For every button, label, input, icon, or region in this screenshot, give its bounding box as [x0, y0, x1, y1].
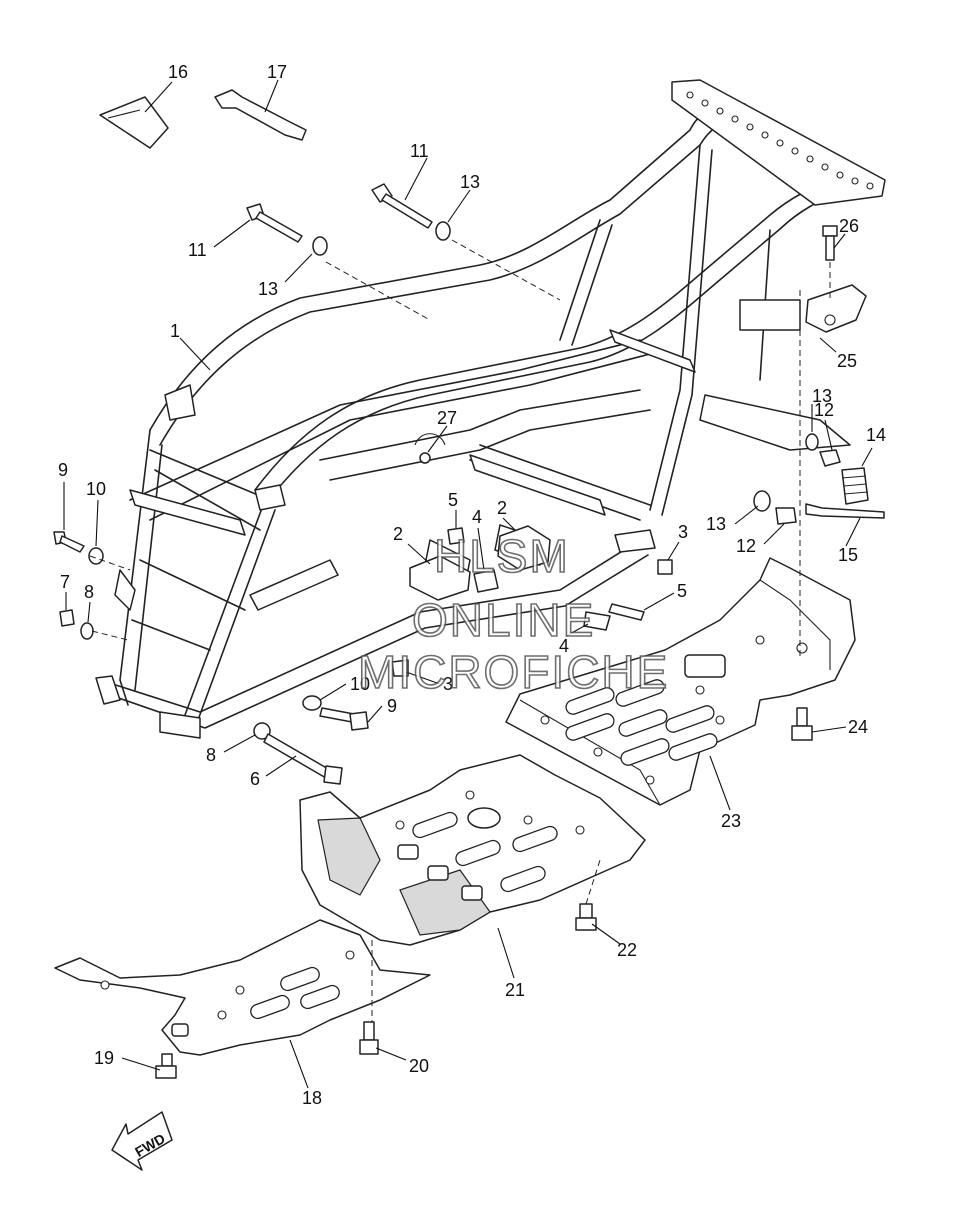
- callout-labels: 16 17 11 13 11 13 26 25 1 27 13 12 14 9 …: [58, 62, 886, 1108]
- bolt-part-24: [791, 707, 813, 741]
- rod-part-15: [805, 503, 885, 519]
- leader-lines: [63, 79, 873, 1089]
- callout-15: 15: [838, 545, 858, 565]
- washer-part-13-mid: [753, 490, 771, 512]
- washer-part-13-upper: [435, 221, 451, 241]
- bolt-part-19: [155, 1053, 177, 1079]
- washer-part-8-lower: [253, 722, 271, 740]
- callout-13-lower: 13: [258, 279, 278, 299]
- bolt-part-9-center: [319, 707, 369, 731]
- callout-12-mid: 12: [736, 536, 756, 556]
- callout-17: 17: [267, 62, 287, 82]
- nut-part-12-right: [819, 449, 841, 467]
- bracket-part-2-right: [497, 525, 551, 571]
- callout-3-center: 3: [443, 674, 453, 694]
- bracket-part-25: [805, 284, 867, 333]
- washer-part-10-left: [88, 547, 104, 565]
- callout-4-lower: 4: [559, 636, 569, 656]
- bolt-part-26: [822, 225, 838, 261]
- callout-8-left: 8: [84, 582, 94, 602]
- callout-22: 22: [617, 940, 637, 960]
- skid-23-slots: [565, 679, 718, 766]
- nut-part-12-mid: [775, 507, 797, 525]
- washer-part-13-right: [805, 433, 819, 451]
- watermark: HLSM ONLINE MICROFICHE: [357, 529, 669, 699]
- nut-part-7: [59, 609, 75, 627]
- callout-1: 1: [170, 321, 180, 341]
- callout-5-right: 5: [677, 581, 687, 601]
- callout-14: 14: [866, 425, 886, 445]
- callout-16: 16: [168, 62, 188, 82]
- washer-part-8-left: [80, 622, 94, 640]
- callout-18: 18: [302, 1088, 322, 1108]
- callout-27: 27: [437, 408, 457, 428]
- callout-4-upper: 4: [472, 507, 482, 527]
- callout-13-upper: 13: [460, 172, 480, 192]
- skid-18-slots: [250, 966, 340, 1020]
- nut-part-3-right: [657, 559, 673, 575]
- skid-plate-part-21: [299, 754, 646, 946]
- callout-7: 7: [60, 572, 70, 592]
- callout-2-left: 2: [393, 524, 403, 544]
- callout-3-right: 3: [678, 522, 688, 542]
- callout-12-right: 12: [814, 400, 834, 420]
- clip-part-27: [414, 433, 446, 464]
- watermark-line-2: ONLINE: [412, 594, 595, 646]
- bolt-part-4-lower: [583, 611, 611, 631]
- bracket-part-2-left: [409, 555, 471, 601]
- nut-part-3-center: [391, 659, 409, 677]
- callout-25: 25: [837, 351, 857, 371]
- callout-24: 24: [848, 717, 868, 737]
- callout-9-left: 9: [58, 460, 68, 480]
- bolt-part-6: [263, 733, 343, 785]
- washer-part-10-center: [302, 695, 322, 711]
- skid-plate-part-18: [54, 919, 431, 1056]
- bolt-part-5-right: [608, 603, 645, 621]
- tool-bag-part-16: [99, 96, 169, 149]
- callout-13-right: 13: [812, 386, 832, 406]
- callout-11-lower: 11: [188, 240, 207, 260]
- spring-part-14: [841, 467, 869, 505]
- callout-11-upper: 11: [410, 141, 429, 161]
- washer-part-13-lower: [312, 236, 328, 256]
- bolt-part-11-upper: [371, 183, 433, 229]
- skid-21-slots: [412, 811, 558, 893]
- assembly-lines: [89, 239, 831, 1022]
- callout-10-center: 10: [350, 674, 370, 694]
- bolt-part-11-lower: [246, 203, 303, 243]
- bolt-part-5-center: [447, 527, 465, 545]
- callout-8-lower: 8: [206, 745, 216, 765]
- bolt-part-20: [359, 1021, 379, 1055]
- wrench-part-17: [214, 89, 307, 141]
- callout-13-mid: 13: [706, 514, 726, 534]
- callout-23: 23: [721, 811, 741, 831]
- rack-holes: [686, 91, 874, 190]
- bolt-part-4-upper: [473, 569, 499, 593]
- callout-5-center: 5: [448, 490, 458, 510]
- callout-20: 20: [409, 1056, 429, 1076]
- callout-2-right: 2: [497, 498, 507, 518]
- callout-6: 6: [250, 769, 260, 789]
- skid-plate-part-23: [505, 557, 856, 806]
- callout-19: 19: [94, 1048, 114, 1068]
- callout-26: 26: [839, 216, 859, 236]
- bolt-part-22: [575, 903, 597, 931]
- callout-21: 21: [505, 980, 525, 1000]
- bolt-part-9-left: [53, 531, 85, 553]
- callout-9-center: 9: [387, 696, 397, 716]
- watermark-line-3: MICROFICHE: [358, 646, 669, 698]
- watermark-line-1: HLSM: [434, 530, 570, 582]
- callout-10-left: 10: [86, 479, 106, 499]
- fwd-arrow-icon: FWD: [111, 1111, 173, 1171]
